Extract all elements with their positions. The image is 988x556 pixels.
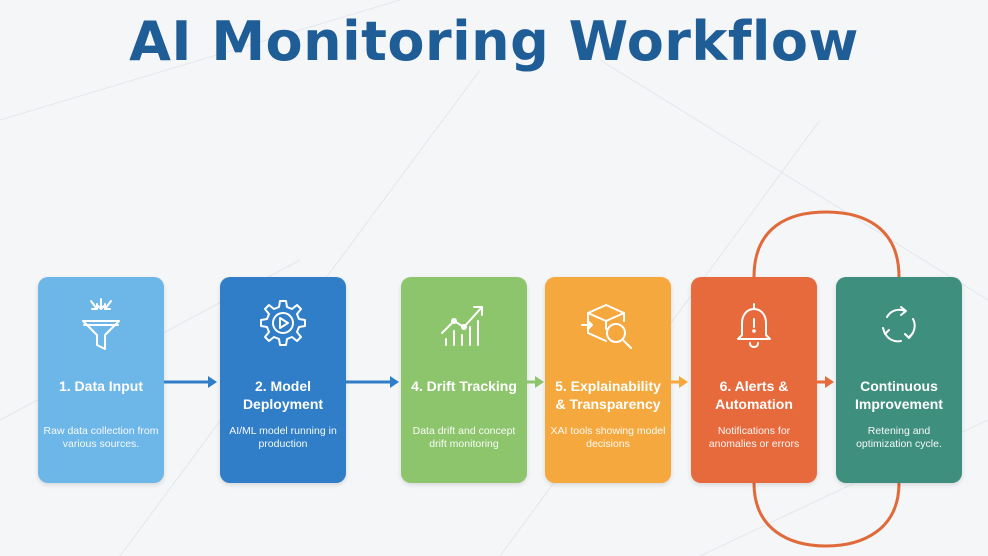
step-card-model-deployment[interactable]: 2. Model Deployment AI/ML model running … xyxy=(220,277,346,483)
step-description: Raw data collection from various sources… xyxy=(43,425,159,450)
step-title: 6. Alerts & Automation xyxy=(715,378,793,412)
arrow-right-icon xyxy=(527,376,544,388)
funnel-icon xyxy=(82,298,120,350)
step-card-data-input[interactable]: 1. Data Input Raw data collection from v… xyxy=(38,277,164,483)
step-description: Retening and optimization cycle. xyxy=(856,425,942,450)
step-title: 1. Data Input xyxy=(58,378,143,394)
step-card-explainability[interactable]: 5. Explainability & Transparency XAI too… xyxy=(545,277,671,483)
trend-chart-icon xyxy=(441,306,483,346)
step-title: Continuous Improvement xyxy=(855,378,943,412)
bell-icon xyxy=(737,303,771,348)
step-card-continuous-improvement[interactable]: Continuous Improvement Retening and opti… xyxy=(836,277,962,483)
arrow-right-icon xyxy=(671,376,688,388)
step-description: Notifications for anomalies or errors xyxy=(708,425,800,450)
step-description: XAI tools showing model decisions xyxy=(550,425,666,450)
step-card-drift-tracking[interactable]: 4. Drift Tracking Data drift and concept… xyxy=(401,277,527,483)
step-title: 5. Explainability & Transparency xyxy=(555,378,661,412)
gear-play-icon xyxy=(260,300,306,346)
step-description: Data drift and concept drift monitoring xyxy=(412,425,516,450)
arrow-right-icon xyxy=(346,376,399,388)
step-title: 2. Model Deployment xyxy=(242,378,324,412)
arrow-right-icon xyxy=(164,376,217,388)
step-card-alerts[interactable]: 6. Alerts & Automation Notifications for… xyxy=(691,277,817,483)
step-description: AI/ML model running in production xyxy=(229,425,337,450)
cycle-arrows-icon xyxy=(882,306,916,343)
page-title: AI Monitoring Workflow xyxy=(129,10,859,73)
arrow-right-icon xyxy=(817,376,834,388)
step-title: 4. Drift Tracking xyxy=(411,378,517,394)
box-magnifier-icon xyxy=(581,304,632,349)
